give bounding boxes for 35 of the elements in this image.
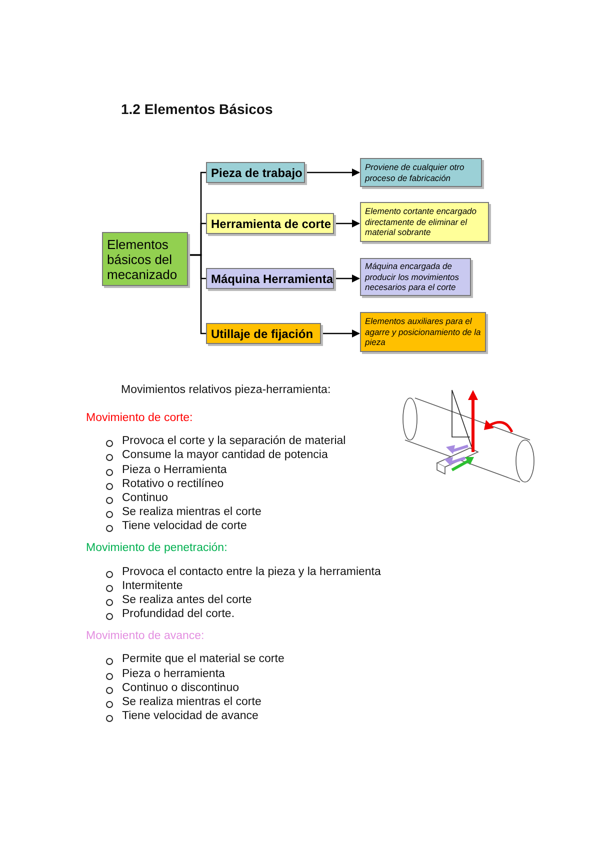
bullet-text: Se realiza mientras el corte — [122, 506, 262, 518]
bullet-text: Permite que el material se corte — [122, 653, 284, 666]
bullet-text: Se realiza antes del corte — [122, 594, 252, 606]
bullet-text: Tiene velocidad de avance — [122, 710, 258, 722]
description-box: Proviene de cualquier otro proceso de fabricación — [360, 158, 482, 187]
subheading: Movimiento de penetración: — [86, 542, 228, 554]
arrow — [305, 168, 360, 176]
bullet-text: Se realiza mientras el corte — [122, 696, 262, 708]
bracket-line — [188, 254, 206, 334]
bullet-text: Pieza o herramienta — [122, 668, 225, 680]
subheading: Movimiento de avance: — [86, 630, 204, 642]
description-box: Máquina encargada de producir los movimientos necesarios para el corte — [360, 258, 471, 296]
description-box: Elemento cortante encargado directamente de eliminar el material sobrante — [360, 202, 489, 242]
intro-text: Movimientos relativos pieza-herramienta: — [121, 384, 331, 396]
section-heading: 1.2 Elementos Básicos — [121, 101, 273, 117]
arrow — [334, 220, 360, 228]
subheading: Movimiento de corte: — [86, 412, 193, 424]
element-box: Utillaje de fijación — [206, 323, 321, 344]
bullet-text: Continuo — [122, 492, 168, 504]
bullet-text: Tiene velocidad de corte — [122, 520, 247, 532]
element-box: Máquina Herramienta — [206, 268, 334, 289]
bullet-text: Provoca el contacto entre la pieza y la herramienta — [122, 566, 381, 578]
arrow — [334, 274, 360, 282]
bullet-text: Continuo o discontinuo — [122, 682, 239, 694]
category-box: Elementos básicos del mecanizado — [102, 232, 188, 286]
bullet-text: Consume la mayor cantidad de potencia — [122, 449, 328, 462]
bullet-text: Profundidad del corte. — [122, 608, 235, 620]
bullet-text: Pieza o Herramienta — [122, 464, 227, 476]
bullet-text: Provoca el corte y la separación de material — [122, 435, 346, 448]
description-box: Elementos auxiliares para el agarre y posicionamiento de la pieza — [360, 312, 486, 352]
arrow — [321, 330, 360, 338]
element-box: Herramienta de corte — [206, 213, 334, 234]
bullet-text: Intermitente — [122, 580, 183, 592]
element-box: Pieza de trabajo — [206, 162, 305, 183]
bullet-text: Rotativo o rectilíneo — [122, 478, 224, 490]
